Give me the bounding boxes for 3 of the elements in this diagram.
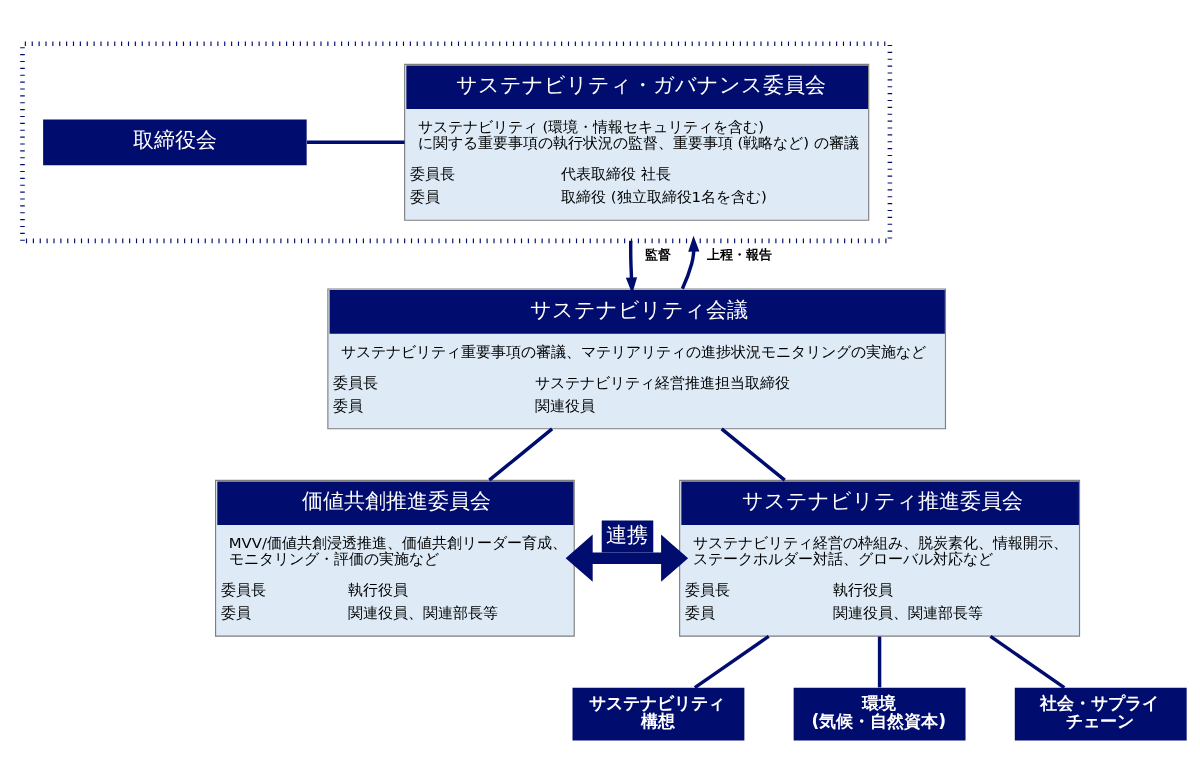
edge-label: 監督: [645, 246, 672, 262]
edge-label: 上程・報告: [707, 246, 773, 262]
edge-label: 連携: [606, 522, 649, 546]
